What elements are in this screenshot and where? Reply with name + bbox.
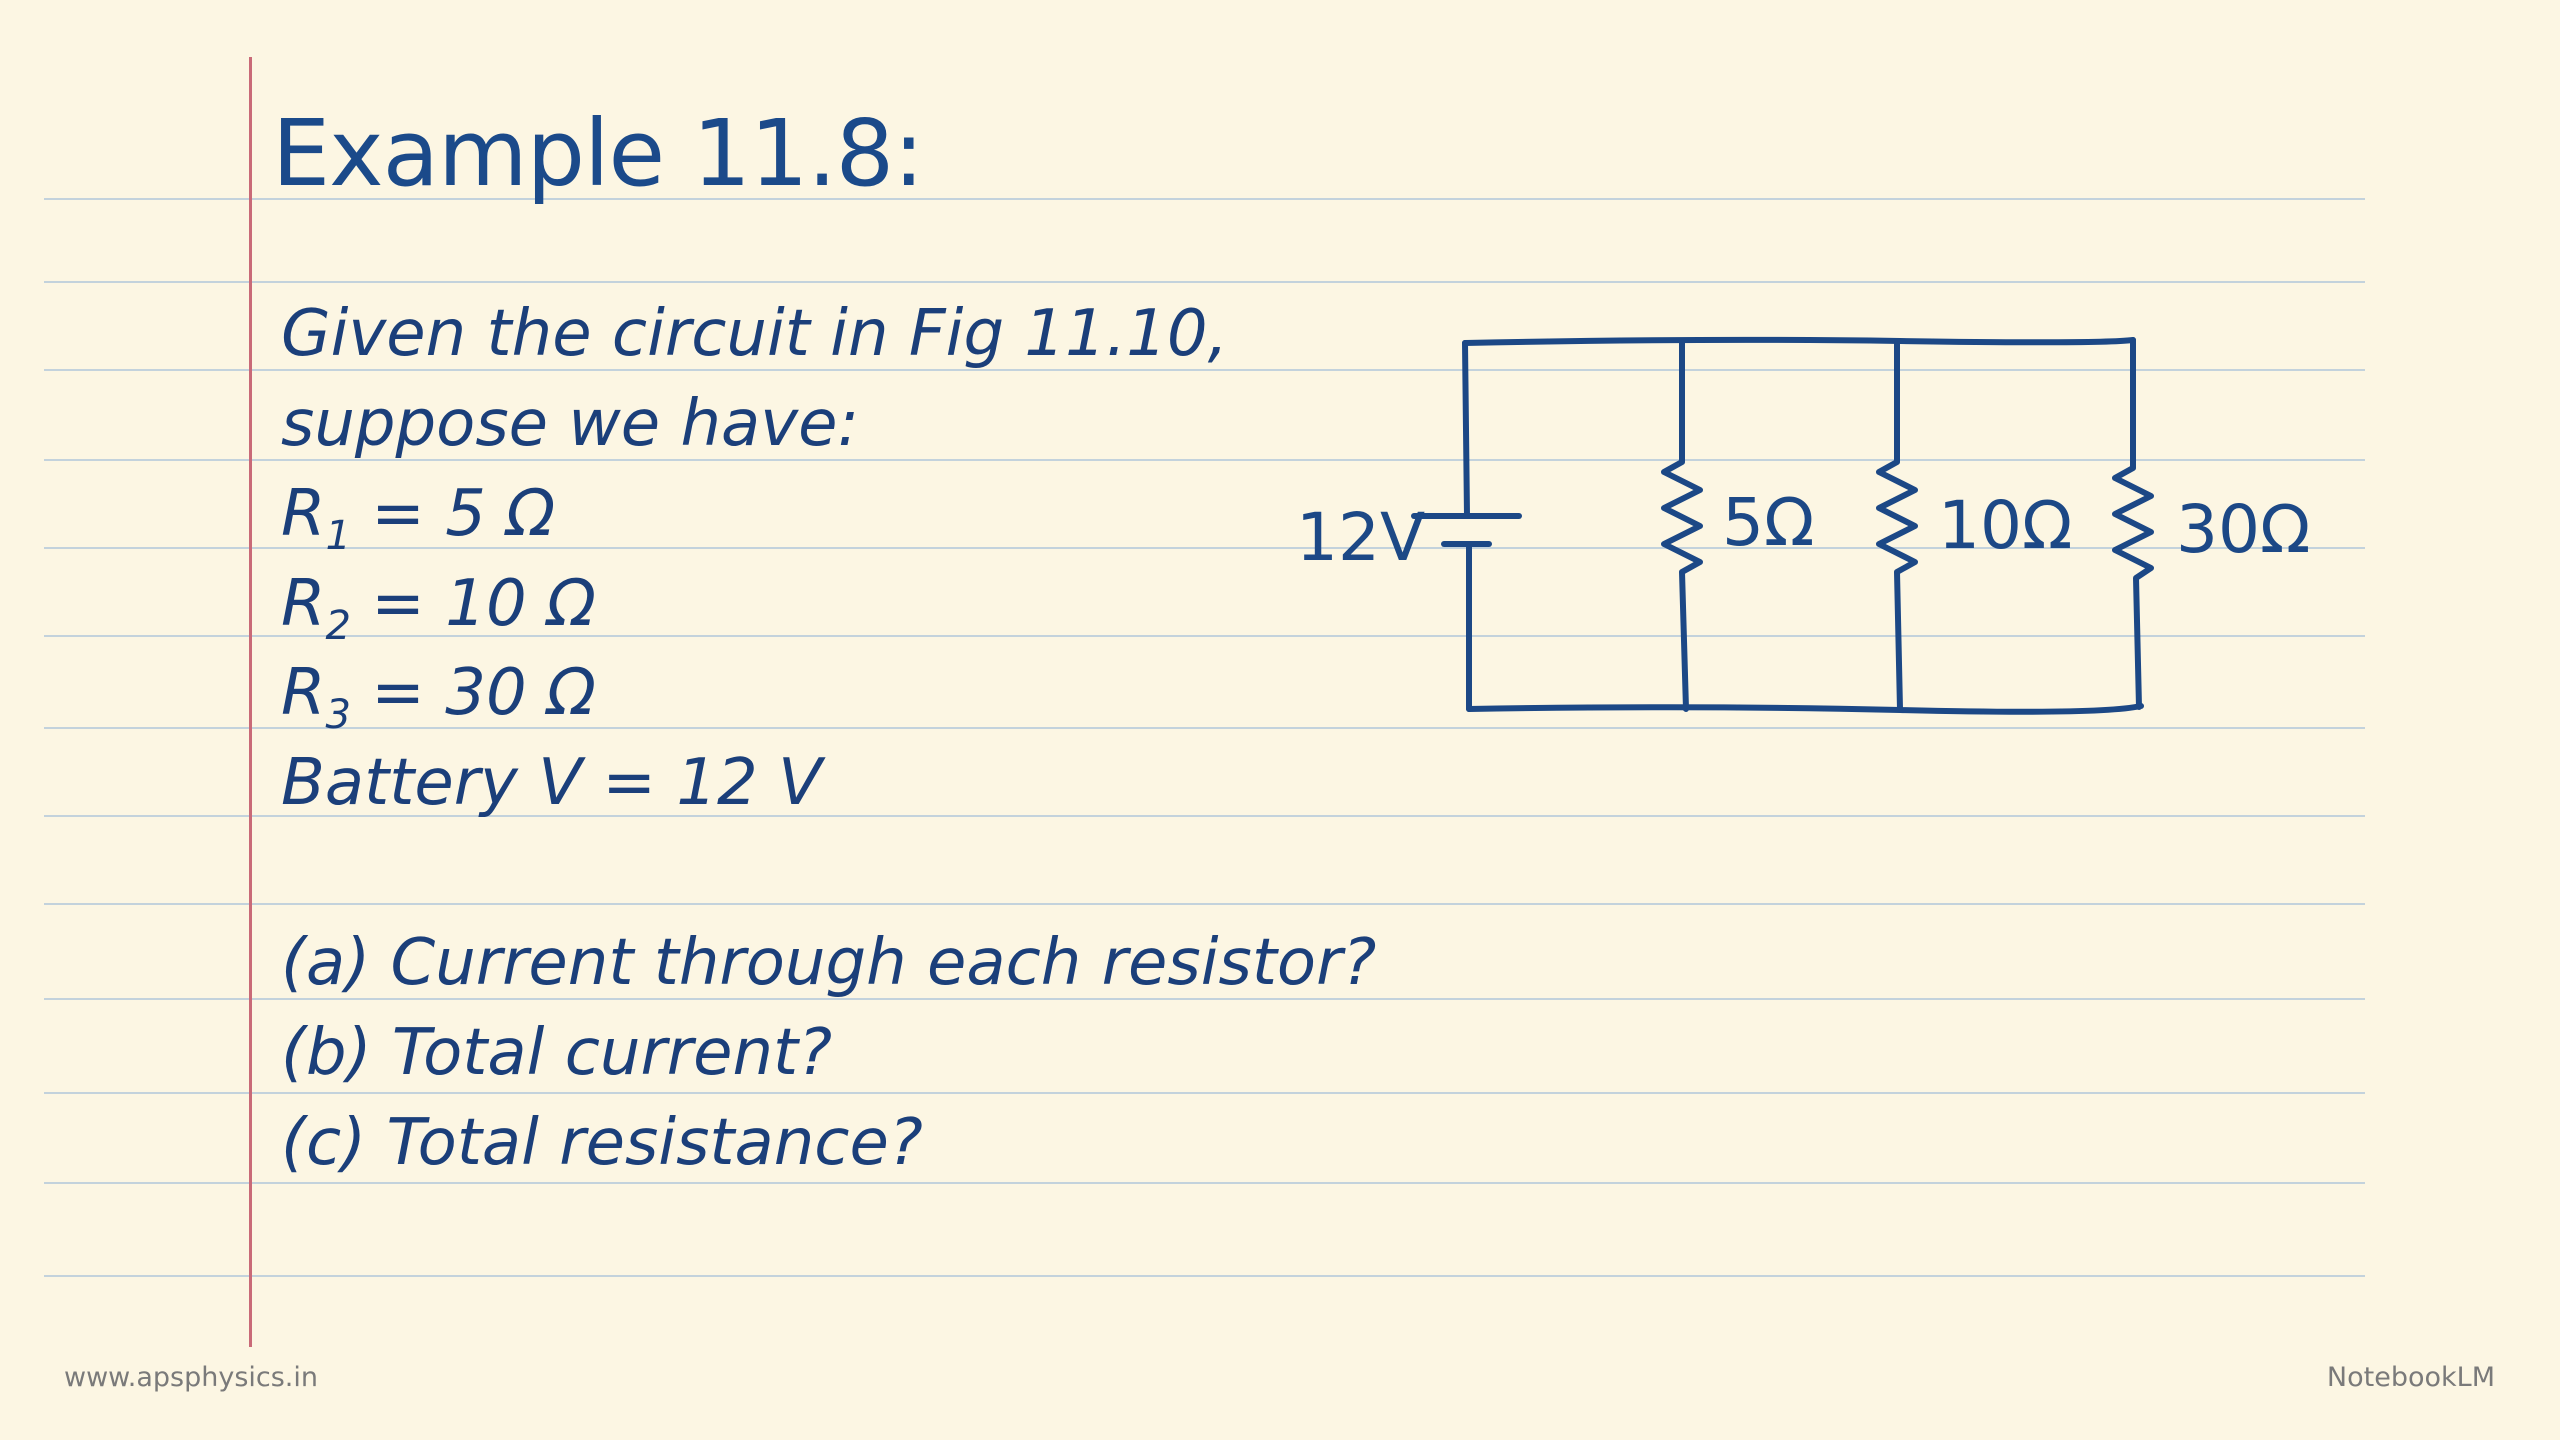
branch-10ohm [1876, 338, 1918, 712]
battery-wire-top [1462, 340, 1470, 519]
margin-line [249, 57, 252, 1347]
given-battery: Battery V = 12 V [281, 746, 822, 820]
ruled-line [44, 281, 2365, 283]
bottom-wire [1466, 703, 2144, 715]
given-r1: R1 = 5 Ω [281, 482, 555, 556]
ruled-line [44, 1092, 2365, 1094]
r1-subscript: 1 [325, 513, 351, 559]
r3-symbol: R [281, 656, 326, 730]
r1-symbol: R [281, 477, 326, 551]
ruled-line [44, 1182, 2365, 1184]
given-intro-line-1: Given the circuit in Fig 11.10, [281, 297, 1228, 371]
ruled-line [44, 459, 2365, 461]
battery-label: 12V [1296, 499, 1425, 576]
ruled-line [44, 903, 2365, 905]
question-b: (b) Total current? [281, 1016, 833, 1090]
r2-value: = 10 Ω [350, 567, 596, 641]
r3-subscript: 3 [325, 692, 351, 738]
resistor-label-5: 5Ω [1722, 484, 1814, 561]
given-r3: R3 = 30 Ω [281, 661, 596, 735]
ruled-line [44, 998, 2365, 1000]
branch-5ohm [1661, 338, 1703, 712]
ruled-line [44, 815, 2365, 817]
footer-website: www.apsphysics.in [64, 1362, 319, 1393]
ruled-line [44, 369, 2365, 371]
ruled-line [44, 1275, 2365, 1277]
branch-30ohm [2112, 337, 2154, 710]
given-intro-line-2: suppose we have: [281, 387, 860, 461]
r3-value: = 30 Ω [350, 656, 596, 730]
top-wire [1462, 336, 2136, 346]
r2-subscript: 2 [325, 603, 351, 649]
ruled-line [44, 727, 2365, 729]
footer-brand: NotebookLM [2326, 1362, 2495, 1393]
page-title: Example 11.8: [272, 100, 924, 207]
resistor-label-30: 30Ω [2176, 491, 2310, 568]
given-r2: R2 = 10 Ω [281, 572, 596, 646]
ruled-line [44, 198, 2365, 200]
question-a: (a) Current through each resistor? [281, 926, 1377, 1000]
ruled-line [44, 547, 2365, 549]
r2-symbol: R [281, 567, 326, 641]
resistor-label-10: 10Ω [1938, 487, 2072, 564]
question-c: (c) Total resistance? [281, 1106, 923, 1180]
r1-value: = 5 Ω [350, 477, 556, 551]
ruled-line [44, 635, 2365, 637]
